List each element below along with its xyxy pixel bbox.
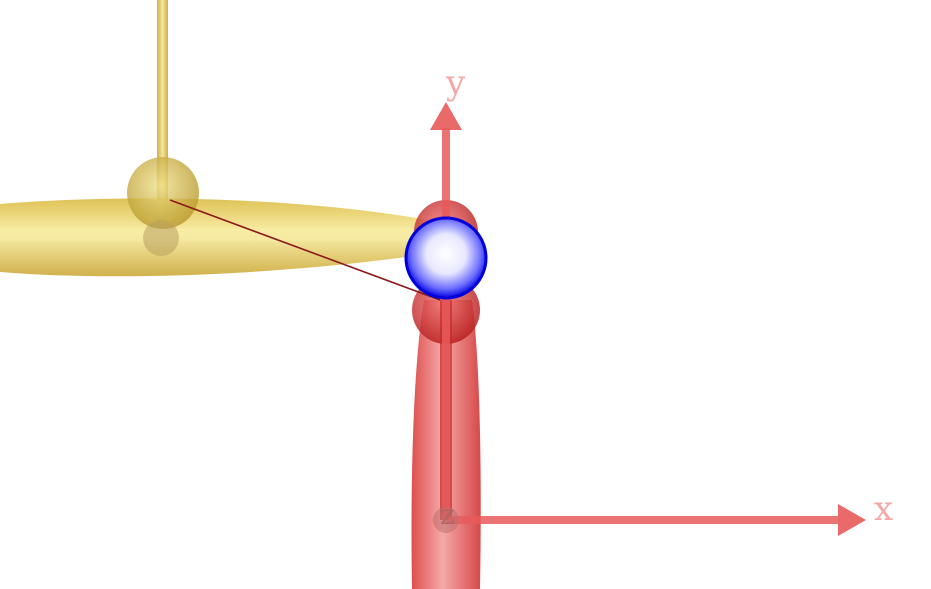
yellow-vertical-rod	[157, 0, 168, 200]
y-axis-shaft	[442, 128, 450, 520]
z-axis-label: z	[440, 498, 455, 531]
x-axis-shaft	[446, 516, 838, 524]
end-effector-marker[interactable]	[404, 216, 488, 300]
yellow-horizontal-rod	[0, 231, 440, 241]
x-axis-arrowhead	[838, 504, 866, 536]
coordinate-frame: y x z	[430, 63, 893, 536]
yellow-joint-sphere	[127, 157, 199, 229]
x-axis-label: x	[874, 489, 893, 529]
y-axis-label: y	[445, 63, 466, 103]
yellow-link	[0, 0, 440, 277]
yellow-rear-joint	[143, 220, 179, 256]
y-axis-arrowhead	[430, 102, 462, 130]
connector-line	[169, 199, 441, 301]
origin-marker	[433, 507, 459, 533]
